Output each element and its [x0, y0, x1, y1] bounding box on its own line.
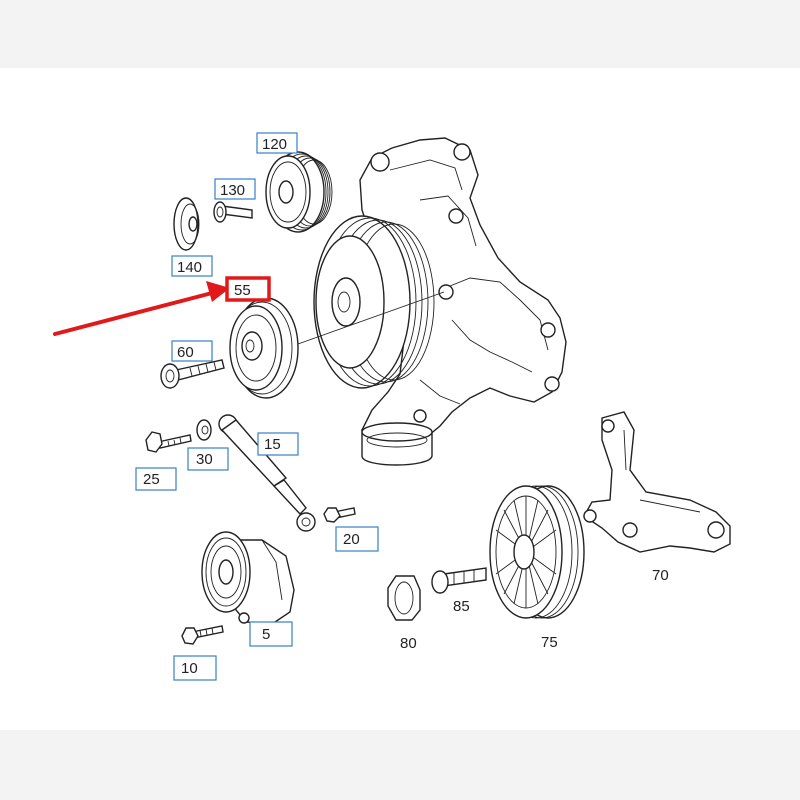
- svg-text:55: 55: [234, 282, 251, 299]
- part-30-washer: [196, 419, 212, 441]
- part-55-pulley: [229, 297, 299, 399]
- svg-text:10: 10: [181, 660, 198, 677]
- label-70: 70: [652, 567, 669, 584]
- label-60: 60: [171, 340, 213, 362]
- label-55-highlighted: 55: [225, 276, 271, 302]
- svg-text:25: 25: [143, 471, 160, 488]
- part-25-bolt: [145, 431, 192, 453]
- part-60-bolt: [160, 359, 225, 389]
- label-130: 130: [214, 178, 256, 200]
- label-120: 120: [256, 132, 298, 154]
- svg-text:20: 20: [343, 531, 360, 548]
- part-80-cap: [387, 575, 421, 621]
- svg-text:120: 120: [262, 136, 287, 153]
- svg-text:60: 60: [177, 344, 194, 361]
- label-20: 20: [335, 526, 379, 552]
- part-15-damper: [218, 414, 316, 532]
- part-75-idler-pulley: [489, 485, 585, 619]
- svg-text:130: 130: [220, 182, 245, 199]
- part-10-bolt: [181, 625, 224, 645]
- part-130-bolt: [213, 201, 253, 223]
- part-85-bolt: [431, 567, 487, 594]
- part-120-grooved-idler: [265, 151, 333, 233]
- svg-text:30: 30: [196, 451, 213, 468]
- svg-text:5: 5: [262, 626, 270, 643]
- label-75: 75: [541, 634, 558, 651]
- label-15: 15: [257, 432, 299, 456]
- label-5: 5: [249, 621, 293, 647]
- part-70-bracket: [583, 411, 731, 553]
- part-20-bolt: [323, 507, 356, 523]
- label-25: 25: [135, 467, 177, 491]
- part-140-cap: [173, 197, 200, 251]
- svg-text:15: 15: [264, 436, 281, 453]
- water-pump-pulley: [313, 215, 435, 389]
- part-5-tensioner: [201, 531, 295, 625]
- svg-text:140: 140: [177, 259, 202, 276]
- highlight-arrow: [53, 281, 230, 336]
- label-80: 80: [400, 635, 417, 652]
- label-85: 85: [453, 598, 470, 615]
- label-30: 30: [187, 447, 229, 471]
- label-140: 140: [171, 255, 213, 277]
- label-10: 10: [173, 655, 217, 681]
